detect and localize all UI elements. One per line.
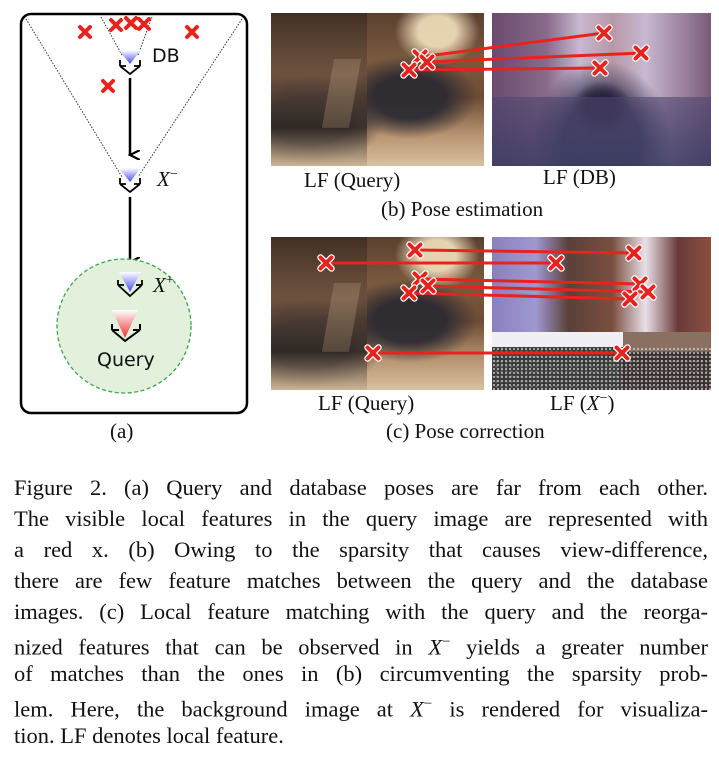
fov-inner-right xyxy=(137,16,153,56)
caption-line-2: The visible local features in the query … xyxy=(14,506,708,531)
xminus-image-c xyxy=(492,237,711,390)
db-label: DB xyxy=(152,45,180,67)
panel-a-diagram xyxy=(19,12,249,415)
fov-outer-left xyxy=(25,18,123,178)
caption-line-8-b: is rendered for visualiza- xyxy=(432,696,708,722)
db-camera-icon xyxy=(119,50,141,76)
caption-line-4: there are few feature matches between th… xyxy=(14,568,708,593)
caption-line-8-a: lem. Here, the background image at xyxy=(14,696,411,722)
query-label: Query xyxy=(97,349,155,371)
xplus-camera-icon xyxy=(117,272,143,298)
panel-b-caption: (b) Pose estimation xyxy=(381,197,544,221)
xplus-var: X xyxy=(153,273,166,297)
db-image-b xyxy=(492,13,711,166)
query-camera-icon xyxy=(111,310,141,343)
caption-line-8-sup: − xyxy=(423,696,433,712)
caption-line-6-sup: − xyxy=(442,634,451,650)
panel-c-caption: (c) Pose correction xyxy=(386,419,545,443)
panel-b-right-label: LF (DB) xyxy=(543,165,616,189)
caption-line-6-b: yields a greater number xyxy=(450,634,708,660)
panel-c-right-sup: − xyxy=(599,391,608,406)
xminus-label: X− xyxy=(157,167,178,192)
caption-line-5: images. (c) Local feature matching with … xyxy=(14,599,708,624)
feature-marker-icon xyxy=(124,16,138,30)
xplus-sup: + xyxy=(165,273,174,288)
xminus-var: X xyxy=(157,167,170,191)
caption-line-3: a red x. (b) Owing to the sparsity that … xyxy=(14,537,708,562)
panel-a-caption: (a) xyxy=(110,419,134,443)
caption-line-1: Figure 2. (a) Query and database poses a… xyxy=(14,475,708,500)
caption-line-6-a: nized features that can be observed in xyxy=(14,634,429,660)
caption-line-9: tion. LF denotes local feature. xyxy=(14,723,284,748)
panel-c-right-label: LF (X−) xyxy=(550,391,614,416)
panel-a: DB X− X+ Query (a) xyxy=(0,0,265,450)
panel-c-right-prefix: LF ( xyxy=(550,391,587,415)
feature-marker-icon xyxy=(101,79,115,93)
feature-marker-icon xyxy=(78,25,92,39)
panel-c-right-var: X xyxy=(586,391,600,415)
query-image-c xyxy=(271,237,484,390)
caption-line-8: lem. Here, the background image at X− is… xyxy=(14,689,708,725)
feature-marker-icon xyxy=(137,17,151,31)
feature-marker-icon xyxy=(109,18,123,32)
panel-b-left-label: LF (Query) xyxy=(304,168,401,192)
feature-marker-icon xyxy=(185,25,199,39)
xplus-label: X+ xyxy=(153,273,174,298)
caption-line-7: of matches than the ones in (b) circumve… xyxy=(14,661,708,686)
fov-inner-left xyxy=(100,16,123,56)
xminus-sup: − xyxy=(169,167,178,182)
caption-line-6: nized features that can be observed in X… xyxy=(14,627,708,663)
caption-line-6-var: X xyxy=(428,634,443,660)
panel-c-left-label: LF (Query) xyxy=(318,391,415,415)
query-image-b xyxy=(271,13,484,166)
xminus-camera-icon xyxy=(119,168,141,194)
caption-line-8-var: X xyxy=(410,696,424,722)
panel-c-right-suffix: ) xyxy=(607,391,615,415)
feature-markers xyxy=(78,16,199,93)
